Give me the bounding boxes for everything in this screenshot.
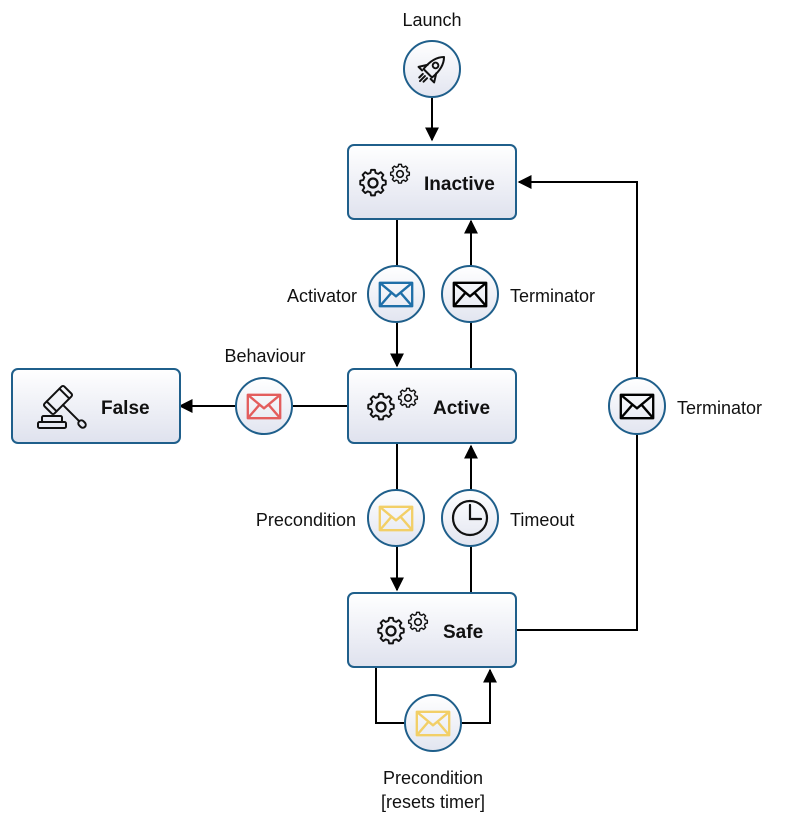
event-terminator-right-label: Terminator [677,398,762,418]
event-launch-label: Launch [402,10,461,30]
state-false-label: False [101,398,150,419]
state-false[interactable]: False [11,368,181,444]
event-timeout[interactable]: Timeout [441,489,574,547]
state-inactive-label: Inactive [424,174,495,195]
event-timeout-label: Timeout [510,510,574,530]
event-behaviour[interactable]: Behaviour [224,346,306,435]
gavel-icon [37,384,87,429]
event-launch[interactable]: Launch [402,10,462,98]
event-activator-label: Activator [287,286,357,306]
state-active[interactable]: Active [347,368,517,444]
state-active-label: Active [433,398,490,419]
state-inactive[interactable]: Inactive [347,144,517,220]
event-precondition-reset[interactable]: Precondition [resets timer] [381,694,485,812]
rocket-icon [417,55,446,84]
event-precondition[interactable]: Precondition [256,489,425,547]
clock-icon [451,499,489,537]
event-terminator-right[interactable]: Terminator [608,377,762,435]
event-precondition-reset-label-line1: Precondition [383,768,483,788]
event-terminator-left-label: Terminator [510,286,595,306]
event-precondition-reset-label-line2: [resets timer] [381,792,485,812]
state-safe-label: Safe [443,622,483,643]
event-precondition-label: Precondition [256,510,356,530]
state-safe[interactable]: Safe [347,592,517,668]
event-behaviour-label: Behaviour [224,346,305,366]
event-activator[interactable]: Activator [287,265,425,323]
event-terminator-left[interactable]: Terminator [441,265,595,323]
